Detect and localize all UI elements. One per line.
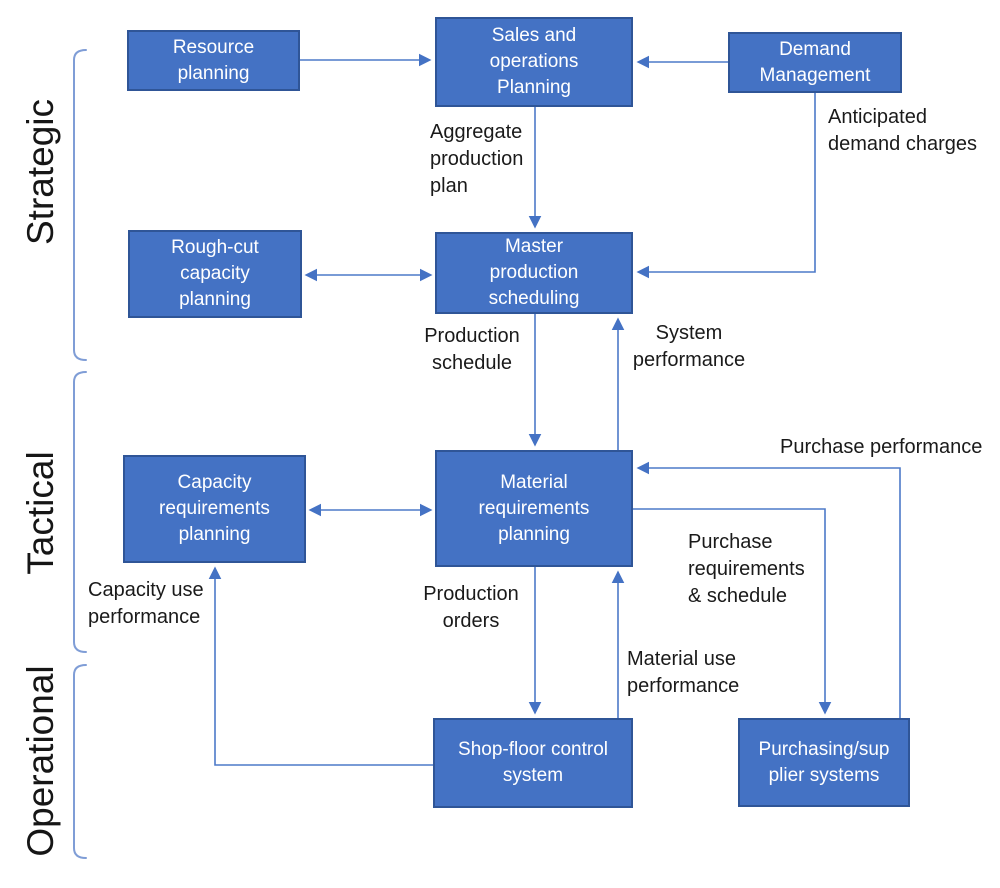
box-material-requirements-planning: Material requirements planning: [435, 450, 633, 567]
level-label-tactical: Tactical: [20, 451, 61, 575]
box-purchasing-supplier-systems: Purchasing/sup plier systems: [738, 718, 910, 807]
connector-purchasing-to-mrp-purchase-performance: [636, 461, 901, 718]
box-master-production-scheduling: Master production scheduling: [435, 232, 633, 314]
box-text-line: Master: [504, 236, 564, 257]
flow-label-line: Capacity use: [88, 579, 204, 601]
flow-label-material-use-performance: Material use performance: [627, 646, 739, 700]
flow-label-line: plan: [430, 175, 468, 197]
box-text-line: planning: [178, 524, 251, 545]
flow-label-line: Anticipated: [828, 106, 927, 128]
box-text-line: Planning: [497, 77, 571, 98]
box-text-line: Purchasing/sup: [758, 738, 890, 760]
flow-label-line: Production: [423, 583, 519, 605]
flow-label-line: System: [655, 322, 723, 344]
box-text-line: Rough-cut: [171, 237, 259, 258]
box-text-line: Sales and: [491, 25, 577, 46]
bracket-operational: [73, 664, 87, 859]
box-text-line: production: [489, 262, 579, 283]
flow-label-line: demand charges: [828, 133, 977, 155]
flow-label-system-performance: System performance: [629, 320, 749, 374]
box-text-line: system: [502, 765, 564, 786]
bracket-strategic: [73, 49, 87, 361]
box-text-line: Management: [759, 64, 871, 86]
flow-label-line: & schedule: [688, 585, 787, 607]
box-demand-management: Demand Management: [728, 32, 902, 93]
box-text-line: requirements: [159, 498, 270, 519]
connector-demand-to-master: [636, 93, 816, 279]
connector-shopfloor-to-capacity-use: [208, 566, 433, 766]
box-text-line: planning: [498, 523, 570, 545]
box-text-line: Demand: [779, 38, 851, 60]
box-capacity-requirements-planning: Capacity requirements planning: [123, 455, 306, 563]
flow-label-line: Material use: [627, 648, 736, 670]
box-text-line: planning: [179, 289, 251, 310]
flow-label-line: performance: [632, 349, 746, 371]
box-shop-floor-control-system: Shop-floor control system: [433, 718, 633, 808]
box-text-line: Capacity: [177, 472, 252, 493]
level-label-strategic: Strategic: [20, 98, 61, 246]
flow-label-line: performance: [627, 675, 740, 697]
box-sales-and-operations-planning: Sales and operations Planning: [435, 17, 633, 107]
box-text-line: plier systems: [768, 764, 880, 786]
flow-label-capacity-use-performance: Capacity use performance: [88, 577, 204, 631]
flow-label-line: Purchase performance: [780, 436, 983, 458]
box-text-line: Shop-floor control: [458, 739, 608, 760]
flow-label-line: Production: [424, 325, 520, 347]
box-text-line: planning: [177, 62, 250, 84]
flow-label-production-orders: Production orders: [411, 581, 531, 635]
flow-label-line: Purchase: [688, 531, 773, 553]
flow-label-purchase-requirements-schedule: Purchase requirements & schedule: [688, 529, 805, 610]
box-text-line: operations: [489, 51, 579, 72]
flow-label-line: performance: [88, 606, 201, 628]
flow-label-line: Aggregate: [430, 121, 523, 143]
flow-label-line: orders: [442, 610, 500, 632]
flow-label-anticipated-demand-charges: Anticipated demand charges: [828, 104, 977, 158]
bracket-tactical: [73, 371, 87, 653]
flow-label-aggregate-production-plan: Aggregate production plan: [430, 119, 523, 200]
box-text-line: capacity: [180, 263, 250, 284]
flow-label-production-schedule: Production schedule: [412, 323, 532, 377]
box-text-line: scheduling: [488, 288, 580, 309]
flow-label-line: production: [430, 148, 524, 170]
flow-label-purchase-performance: Purchase performance: [780, 434, 982, 461]
box-text-line: Material: [500, 471, 568, 493]
box-text-line: requirements: [478, 497, 590, 519]
box-rough-cut-capacity-planning: Rough-cut capacity planning: [128, 230, 302, 318]
flow-label-line: schedule: [431, 352, 513, 374]
flow-label-line: requirements: [688, 558, 805, 580]
box-resource-planning: Resource planning: [127, 30, 300, 91]
connector-mrp-to-purchasing-requirements: [633, 508, 832, 715]
level-label-operational: Operational: [20, 665, 61, 857]
box-text-line: Resource: [172, 36, 255, 58]
